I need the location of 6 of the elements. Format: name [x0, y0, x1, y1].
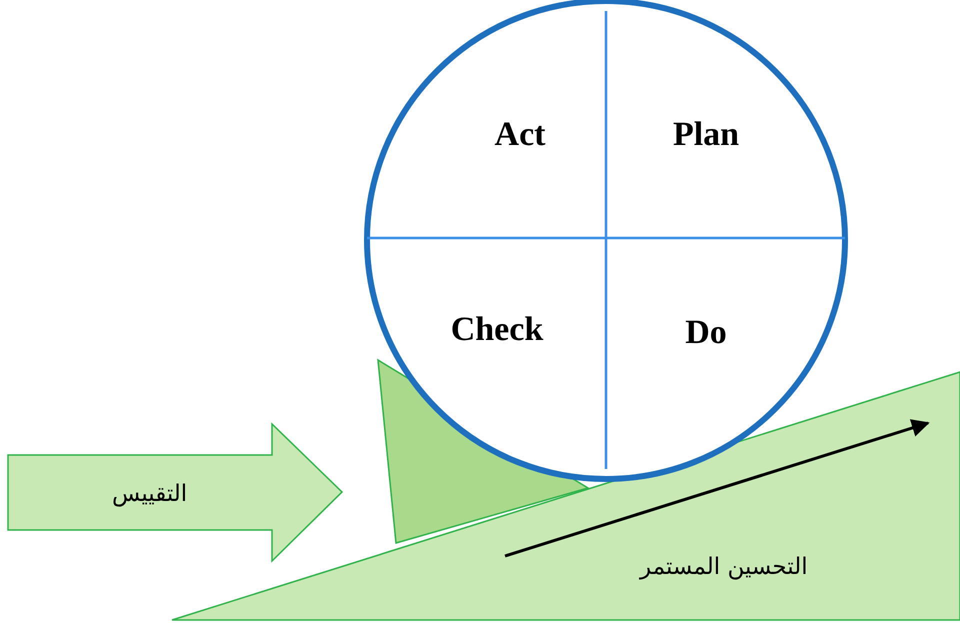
arabic-label: التقييس — [112, 481, 188, 507]
quadrant-label: Check — [450, 310, 544, 350]
quadrant-label: Plan — [672, 115, 740, 155]
quadrant-label: Do — [684, 313, 728, 353]
arabic-label: التحسين المستمر — [640, 554, 808, 580]
quadrant-label: Act — [494, 115, 546, 155]
